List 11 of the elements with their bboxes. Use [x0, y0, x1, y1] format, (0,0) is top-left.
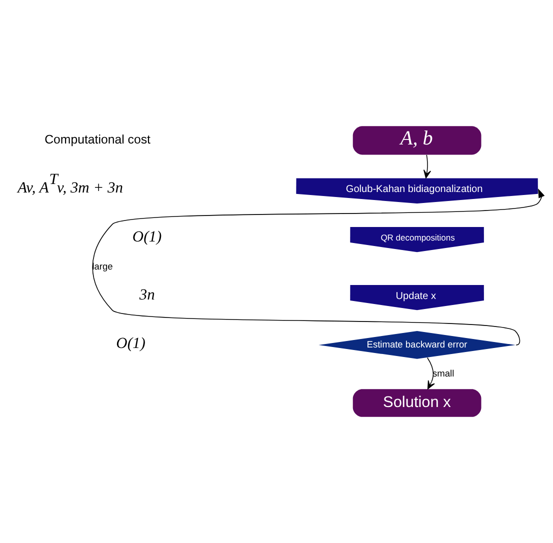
- arrow: [427, 357, 435, 390]
- edge-label: large: [92, 262, 113, 272]
- label: O(1): [116, 335, 146, 352]
- label: Computational cost: [44, 132, 150, 146]
- arrow: [423, 154, 432, 178]
- node-diamond: Estimate backward error: [318, 331, 516, 359]
- node-box: Solution x: [352, 389, 482, 417]
- arrow: [92, 188, 545, 346]
- label: 3n: [139, 286, 155, 304]
- node-box: A, b: [352, 126, 482, 155]
- label: O(1): [132, 228, 162, 246]
